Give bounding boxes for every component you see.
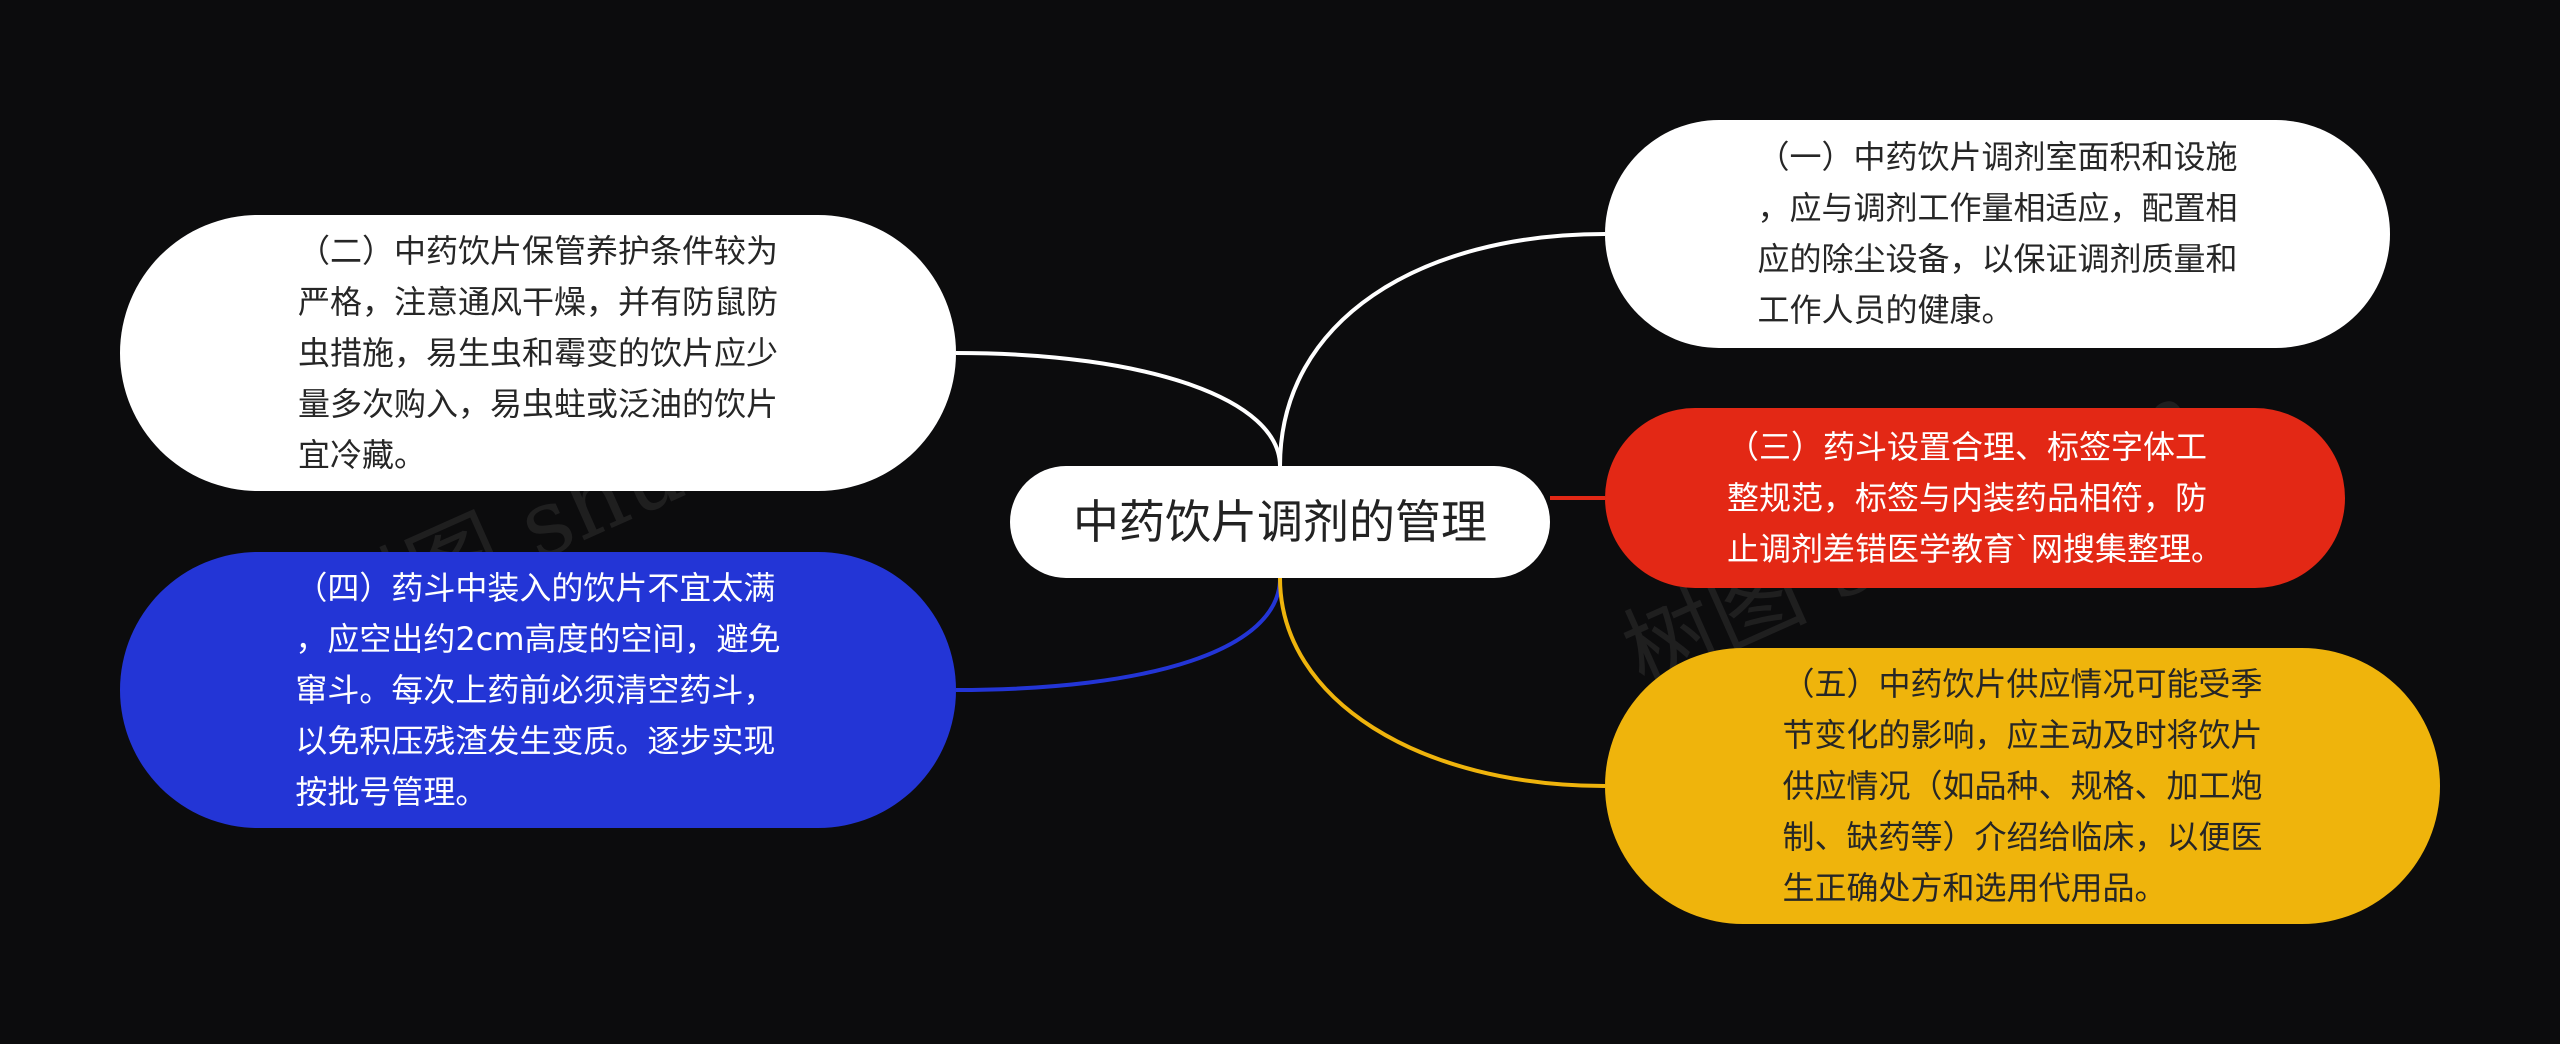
central-topic-label: 中药饮片调剂的管理 [1073,495,1487,549]
connector-line-1 [1278,232,1606,467]
central-topic[interactable]: 中药饮片调剂的管理 [1010,466,1550,578]
branch-node-2[interactable]: （二）中药饮片保管养护条件较为 严格，注意通风干燥，并有防鼠防 虫措施，易生虫和… [120,215,956,491]
branch-node-1-text: （一）中药饮片调剂室面积和设施 ，应与调剂工作量相适应，配置相 应的除尘设备，以… [1757,138,2238,329]
connector-line-2 [955,351,1282,467]
branch-node-3[interactable]: （三）药斗设置合理、标签字体工 整规范，标签与内装药品相符，防 止调剂差错医学教… [1605,408,2345,588]
branch-node-1[interactable]: （一）中药饮片调剂室面积和设施 ，应与调剂工作量相适应，配置相 应的除尘设备，以… [1605,120,2390,348]
connector-line-4 [955,577,1282,692]
branch-node-5[interactable]: （五）中药饮片供应情况可能受季 节变化的影响，应主动及时将饮片 供应情况（如品种… [1605,648,2440,924]
connector-line-5 [1278,577,1606,788]
branch-node-4-text: （四）药斗中装入的饮片不宜太满 ，应空出约2cm高度的空间，避免 窜斗。每次上药… [295,568,781,811]
branch-node-2-text: （二）中药饮片保管养护条件较为 严格，注意通风干燥，并有防鼠防 虫措施，易生虫和… [297,231,778,474]
branch-node-5-text: （五）中药饮片供应情况可能受季 节变化的影响，应主动及时将饮片 供应情况（如品种… [1782,664,2263,907]
branch-node-4[interactable]: （四）药斗中装入的饮片不宜太满 ，应空出约2cm高度的空间，避免 窜斗。每次上药… [120,552,956,828]
branch-node-3-text: （三）药斗设置合理、标签字体工 整规范，标签与内装药品相符，防 止调剂差错医学教… [1726,427,2223,568]
